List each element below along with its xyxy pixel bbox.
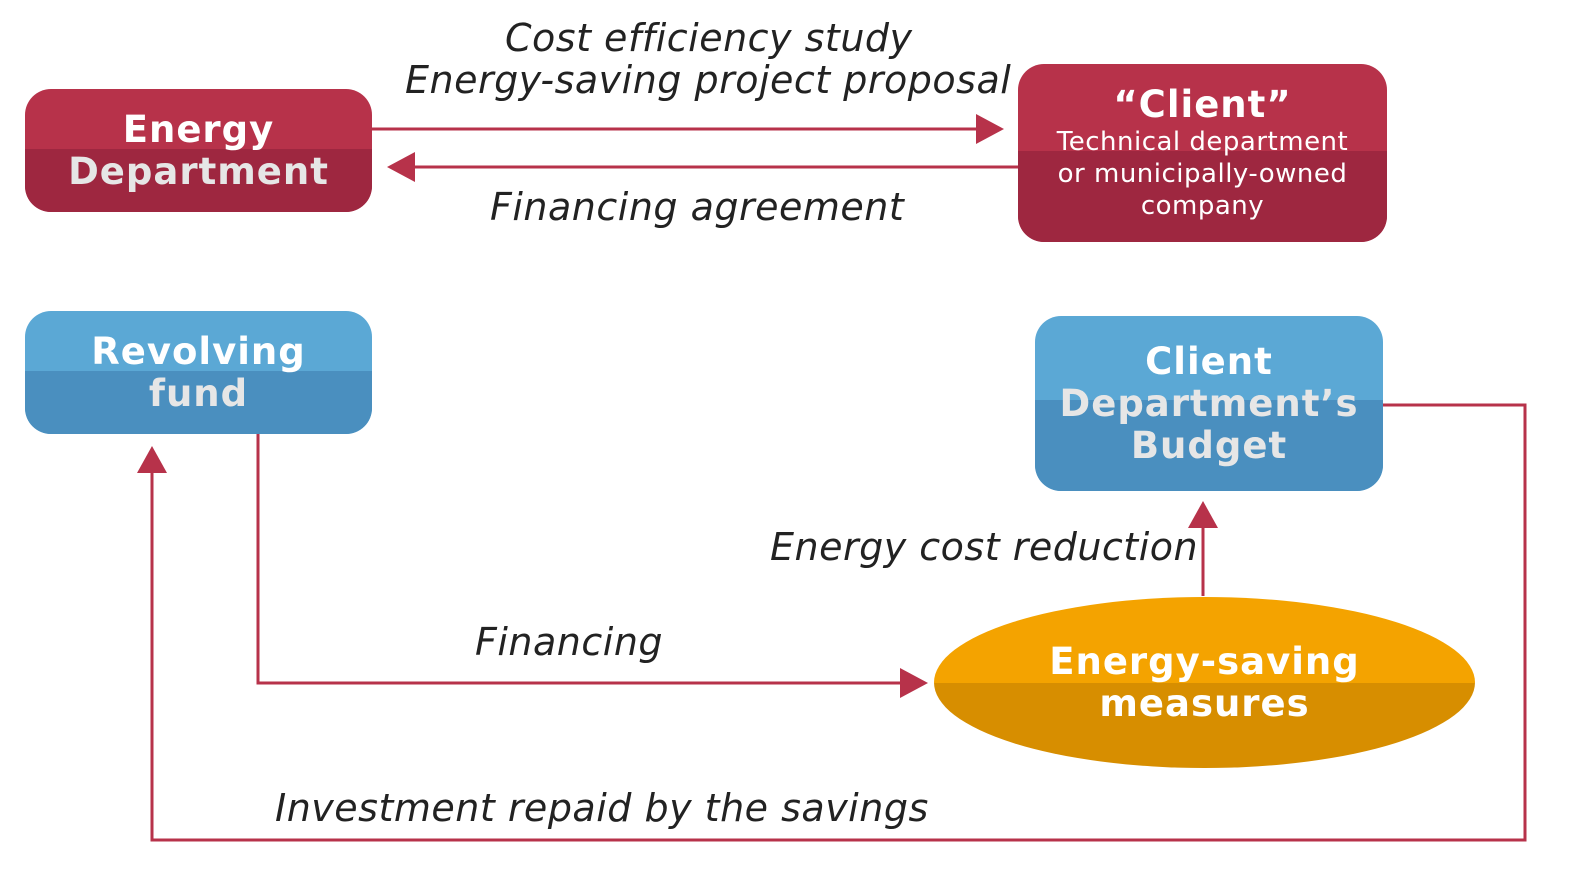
client-title: “Client” [1113,83,1292,126]
energy-department-box: Energy Department [25,89,372,212]
financing-line [256,434,903,685]
energy-saving-ellipse: Energy-saving measures [934,597,1475,768]
label-cost-efficiency-study: Cost efficiency study [505,16,913,60]
arrowhead-financing [900,668,928,698]
label-investment-repaid: Investment repaid by the savings [275,786,929,830]
energy-department-line2: Department [68,149,329,193]
client-budget-box: Client Department’s Budget [1035,316,1383,491]
client-budget-line2: Department’s [1059,381,1359,425]
revolving-fund-box: Revolving fund [25,311,372,434]
energy-saving-shape [934,597,1475,768]
label-financing-agreement: Financing agreement [490,185,905,229]
client-box: “Client” Technical department or municip… [1018,64,1387,242]
energy-saving-line1: Energy-saving [1049,639,1360,683]
arrowhead-to-client [976,114,1004,144]
revolving-fund-line1: Revolving [91,329,306,373]
client-budget-line3: Budget [1130,423,1288,467]
label-financing: Financing [475,620,664,664]
label-energy-cost-reduction: Energy cost reduction [770,525,1199,569]
client-budget-line1: Client [1145,339,1273,383]
energy-saving-line2: measures [1099,681,1310,725]
revolving-fund-line2: fund [148,371,249,415]
repaid-line [150,403,1527,842]
arrowhead-repaid [137,446,167,473]
arrowhead-to-energy-dept [387,152,415,182]
client-line2: or municipally-owned [1057,159,1348,189]
client-line1: Technical department [1056,127,1349,157]
client-line3: company [1140,191,1265,221]
arrowhead-cost-reduction [1188,501,1218,528]
energy-department-line1: Energy [122,107,275,151]
label-project-proposal: Energy-saving project proposal [405,58,1012,102]
